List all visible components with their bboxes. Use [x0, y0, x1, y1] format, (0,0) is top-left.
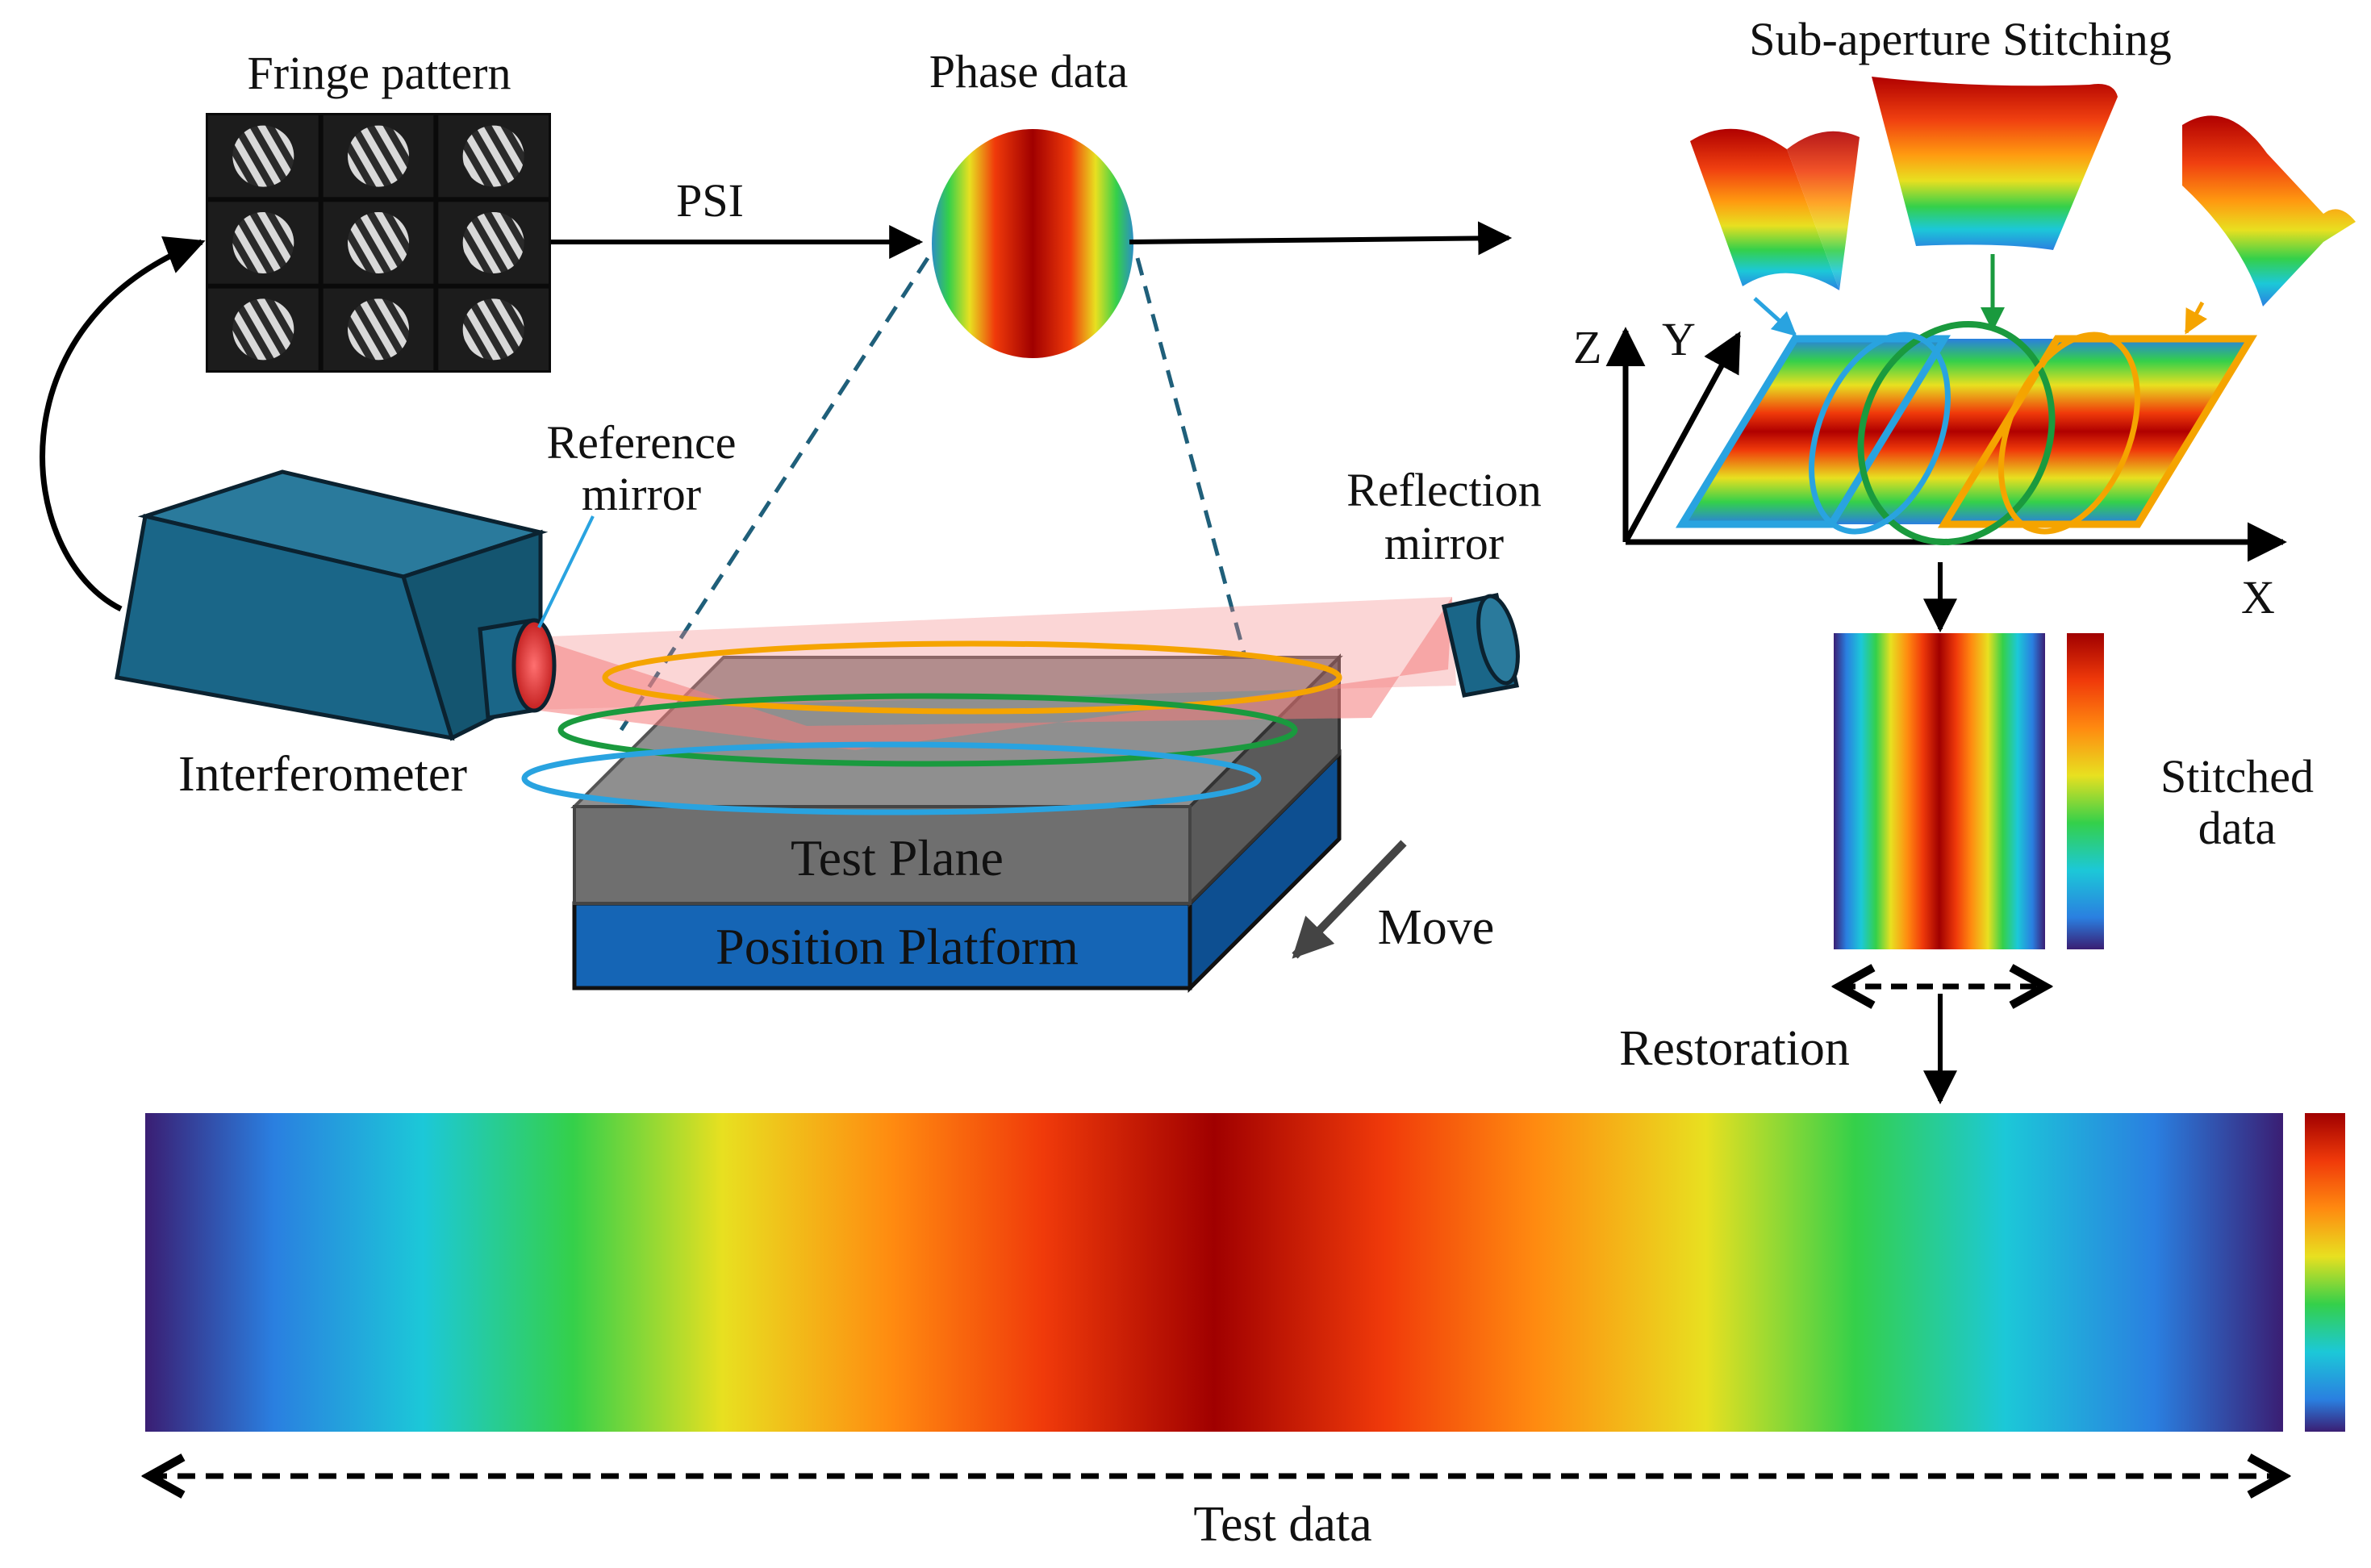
reflection-mirror-label-2: mirror [1384, 517, 1504, 569]
fringe-circle [232, 298, 294, 361]
interferometer-label: Interferometer [178, 747, 467, 802]
fringe-circle [348, 298, 409, 361]
fringe-circle [348, 212, 409, 273]
sub-aperture-surface-2 [1872, 77, 2118, 250]
fringe-circle [462, 125, 524, 187]
stitched-data-image [1834, 633, 2045, 949]
sub-aperture-surface-3 [2182, 115, 2356, 307]
reference-mirror-label-2: mirror [582, 468, 701, 520]
stitched-plane [1675, 320, 2258, 546]
restoration-label: Restoration [1619, 1021, 1850, 1076]
phase-to-stitching-arrow [1129, 221, 1513, 256]
arrow-orange [2184, 301, 2208, 335]
fringe-circle [462, 298, 524, 361]
reflection-mirror-label-1: Reflection [1346, 464, 1542, 516]
reference-mirror-pointer [537, 515, 595, 628]
arrow-blue [1753, 297, 1797, 337]
phase-data-disk [932, 129, 1133, 358]
test-data-colorbar [2305, 1113, 2345, 1432]
ring-blue [521, 741, 1262, 815]
mirror-icon [1442, 593, 1520, 698]
fringe-circle [348, 125, 409, 187]
stitched-data-label-2: data [2198, 802, 2277, 854]
phase-data-label: Phase data [929, 45, 1128, 98]
test-plane-label: Test Plane [791, 829, 1004, 886]
fringe-circle [232, 212, 294, 273]
fringe-circle [232, 125, 294, 187]
move-arrow-icon [1292, 840, 1407, 959]
fringe-cells [208, 115, 549, 370]
light-beam-reflected [532, 597, 1456, 710]
ring-green [557, 693, 1298, 767]
test-data-image [145, 1113, 2283, 1432]
fringe-pattern-panel [206, 113, 551, 373]
position-platform-label: Position Platform [716, 918, 1079, 975]
stitched-data-label-1: Stitched [2160, 750, 2314, 803]
psi-label: PSI [676, 174, 744, 227]
axis-y-label: Y [1662, 313, 1696, 365]
sub-aperture-stitching-label: Sub-aperture Stitching [1749, 13, 2172, 65]
reference-mirror-label-1: Reference [546, 416, 736, 469]
stitched-data-colorbar [2067, 633, 2104, 949]
axis-x-label: X [2241, 571, 2275, 623]
axis-z-label: Z [1573, 321, 1601, 373]
axis-y [1622, 331, 1742, 544]
curved-arrow-icon [40, 236, 206, 612]
interferometer [115, 469, 557, 741]
camera-lens-icon [478, 618, 557, 720]
projection-dashed-right [1135, 257, 1265, 723]
sub-aperture-surface-1 [1690, 128, 1860, 290]
ring-orange [602, 640, 1342, 715]
position-platform [572, 749, 1342, 994]
test-data-label: Test data [1193, 1497, 1371, 1552]
fringe-pattern-label: Fringe pattern [248, 47, 511, 99]
fringe-circle [462, 212, 524, 273]
projection-dashed-left [619, 256, 930, 732]
move-label: Move [1378, 900, 1495, 955]
